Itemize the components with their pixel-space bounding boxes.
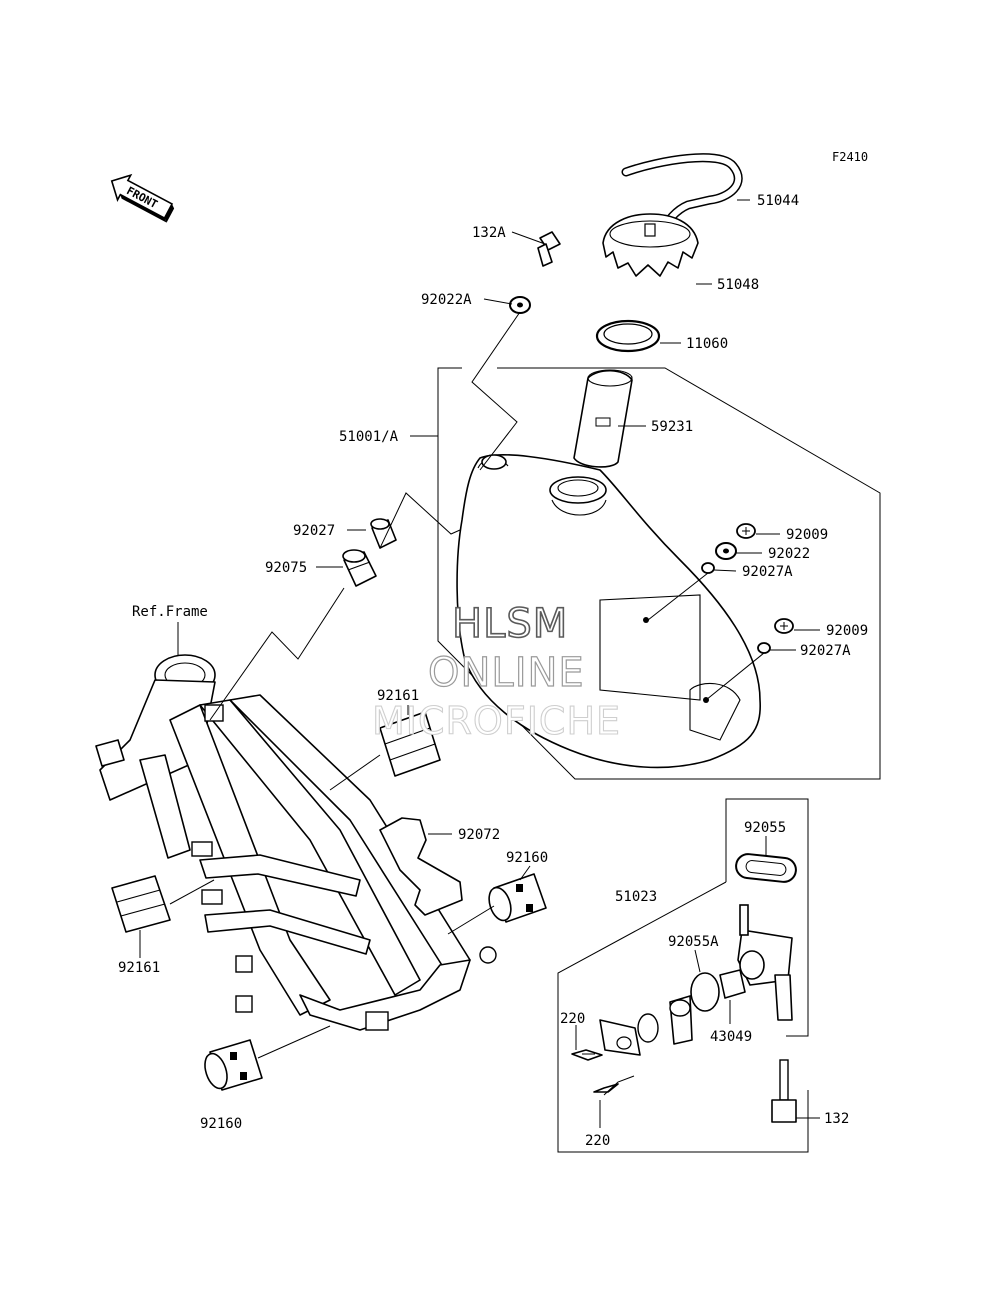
part-bolt-132a [537,231,561,267]
part-oring-small [637,1013,659,1043]
part-label[interactable]: 51044 [757,193,799,209]
part-label[interactable]: 59231 [651,419,693,435]
part-label[interactable]: 92161 [377,688,419,704]
reference-frame-label[interactable]: Ref.Frame [132,604,208,620]
part-lever [669,995,693,1045]
part-tank-band [379,817,463,916]
part-label[interactable]: 92027A [800,643,851,659]
part-label[interactable]: 92009 [826,623,868,639]
part-damper-92075 [342,549,377,587]
part-label[interactable]: 132 [824,1111,849,1127]
part-screw-220-upper [571,1049,603,1061]
part-bolt-132 [771,1059,797,1123]
part-damper-92161-lower [111,875,171,933]
part-breather-hose [621,153,743,239]
part-screw-92009-top [736,523,756,539]
watermark-line-2: ONLINE [428,650,585,696]
part-label[interactable]: 51001/A [339,429,399,445]
part-label[interactable]: 92072 [458,827,500,843]
part-reference-frame [95,654,497,1031]
part-label[interactable]: 92027A [742,564,793,580]
part-screw-220-lower [593,1083,619,1093]
fuel-tap-group-bracket [557,798,809,1153]
leader-lines [139,199,820,1128]
part-label[interactable]: 92160 [506,850,548,866]
watermark-line-1: HLSM [452,601,568,647]
part-oring-92055a [690,972,720,1012]
part-label[interactable]: 43049 [710,1029,752,1045]
part-label[interactable]: 51048 [717,277,759,293]
part-label[interactable]: 132A [472,225,506,241]
part-damper-92161-upper [379,711,441,777]
part-gasket-92055 [735,853,797,883]
part-label[interactable]: 92160 [200,1116,242,1132]
part-label[interactable]: 92022 [768,546,810,562]
part-label[interactable]: 92055A [668,934,719,950]
part-grommet-92027a-bottom [757,642,771,654]
part-cap-gasket [595,319,661,353]
part-roller-92160-left [204,1039,263,1091]
part-label[interactable]: 92161 [118,960,160,976]
part-fuel-tank [456,454,761,769]
part-fuel-filter [573,369,633,468]
part-screw-92009-bottom [774,618,794,634]
part-gasket-43049 [719,969,746,999]
part-grommet-92027a-top [701,562,715,574]
part-fuel-tap-51023 [737,904,793,1021]
front-arrow-icon: FRONT [110,173,175,223]
part-washer-92022 [715,542,737,560]
part-label[interactable]: 92055 [744,820,786,836]
part-label[interactable]: 220 [585,1133,610,1149]
watermark-line-3: MICROFICHE [372,699,621,743]
part-label[interactable]: 92075 [265,560,307,576]
part-fuel-cap [602,213,699,277]
part-label[interactable]: 92022A [421,292,472,308]
figure-code: F2410 [832,150,868,164]
part-roller-92160-right [488,873,547,923]
part-label[interactable]: 92009 [786,527,828,543]
part-label[interactable]: 11060 [686,336,728,352]
part-collar-92027 [370,518,397,549]
part-plate [599,1019,641,1056]
part-label[interactable]: 51023 [615,889,657,905]
part-washer-92022a [509,296,531,314]
part-label[interactable]: 220 [560,1011,585,1027]
part-label[interactable]: 92027 [293,523,335,539]
tank-group-bracket [437,367,881,780]
